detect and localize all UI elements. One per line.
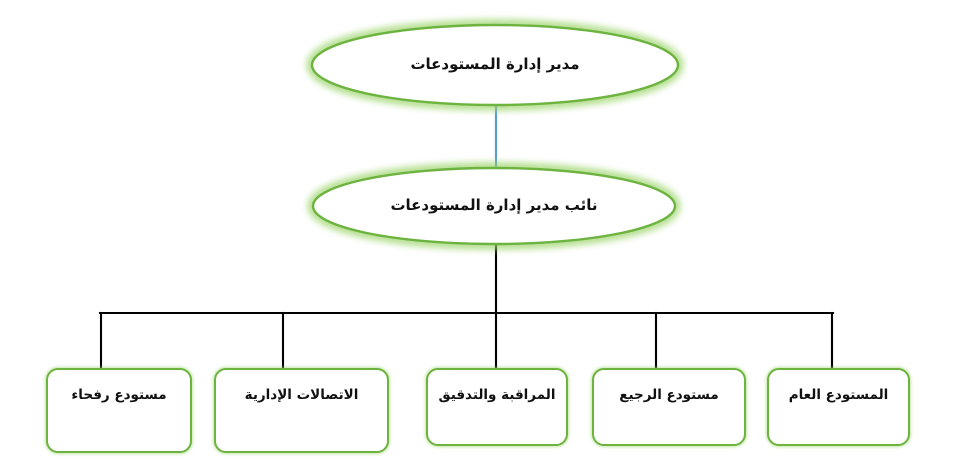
node-unit-returns-warehouse[interactable] (593, 369, 745, 445)
node-unit-monitoring-and-auditing-shape[interactable] (425, 367, 569, 447)
node-unit-rafha-warehouse[interactable] (47, 369, 191, 452)
connector-deputy-to-units (98, 242, 835, 371)
node-unit-general-warehouse-shape[interactable] (766, 367, 911, 447)
node-unit-monitoring-and-auditing[interactable] (427, 369, 567, 445)
node-unit-administrative-communications-shape[interactable] (213, 367, 390, 454)
node-deputy-director[interactable] (313, 168, 675, 244)
node-unit-administrative-communications[interactable] (215, 369, 388, 452)
node-director-shape[interactable] (309, 22, 681, 108)
node-unit-returns-warehouse-shape[interactable] (591, 367, 747, 447)
node-director[interactable] (312, 25, 678, 105)
node-deputy-director-shape[interactable] (310, 165, 678, 247)
node-unit-rafha-warehouse-shape[interactable] (45, 367, 193, 454)
node-unit-general-warehouse[interactable] (768, 369, 909, 445)
